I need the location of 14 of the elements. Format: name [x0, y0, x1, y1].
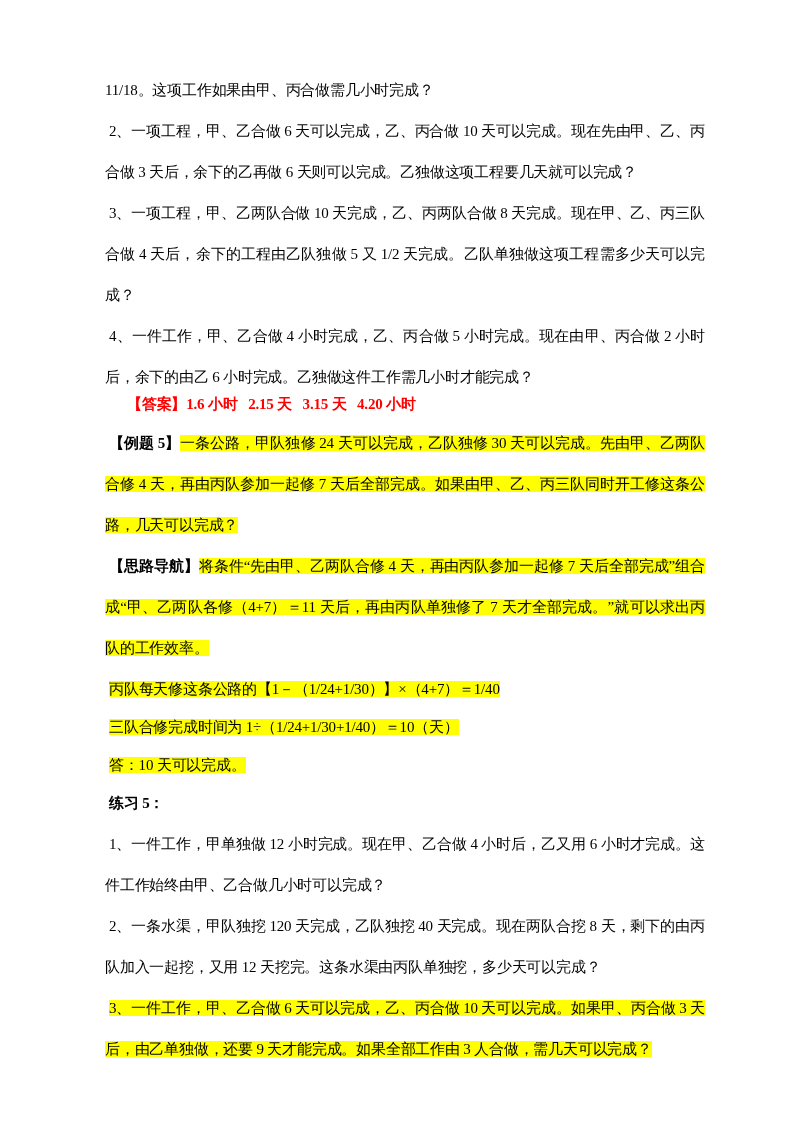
- answer-line: 【答案】1.6 小时 2.15 天 3.15 天 4.20 小时: [126, 395, 417, 414]
- highlighted-paragraph: 三队合修完成时间为 1÷（1/24+1/30+1/40）＝10（天）: [108, 718, 460, 737]
- highlighted-paragraph: 【例题 5】一条公路，甲队独修 24 天可以完成，乙队独修 30 天可以完成。先由甲、乙两队合修 4 天，再由丙队参加一起修 7 天后全部完成。如果由甲、乙、丙三队同时开工修这条公路，几天可以完成？: [105, 434, 705, 535]
- paragraph: 2、一条水渠，甲队独挖 120 天完成，乙队独挖 40 天完成。现在两队合挖 8 天，剩下的由丙队加入一起挖，又用 12 天挖完。这条水渠由丙队单独挖，多少天可以完成？: [105, 917, 705, 977]
- paragraph: 2、一项工程，甲、乙合做 6 天可以完成，乙、丙合做 10 天可以完成。现在先由甲、乙、丙合做 3 天后，余下的乙再做 6 天则可以完成。乙独做这项工程要几天就可以完成？: [105, 122, 705, 182]
- paragraph: 11/18。这项工作如果由甲、丙合做需几小时完成？: [105, 81, 435, 100]
- highlighted-paragraph: 丙队每天修这条公路的【1－（1/24+1/30）】×（4+7）＝1/40: [108, 680, 501, 699]
- highlighted-paragraph: 答：10 天可以完成。: [108, 756, 247, 775]
- paragraph: 3、一项工程，甲、乙两队合做 10 天完成，乙、丙两队合做 8 天完成。现在甲、乙、丙三队合做 4 天后，余下的工程由乙队独做 5 又 1/2 天完成。乙队单独做这项工程需多少天可以完成？: [105, 204, 705, 305]
- highlighted-paragraph: 3、一件工作，甲、乙合做 6 天可以完成，乙、丙合做 10 天可以完成。如果甲、丙合做 3 天后，由乙单独做，还要 9 天才能完成。如果全部工作由 3 人合做，需几天可以完成？: [105, 999, 705, 1059]
- section-heading: 练习 5：: [108, 794, 166, 813]
- highlighted-paragraph: 【思路导航】将条件“先由甲、乙两队合修 4 天，再由丙队参加一起修 7 天后全部完成”组合成“甲、乙两队各修（4+7）＝11 天后，再由丙队单独修了 7 天才全部完成。”就可以求出丙队的工作效率。: [105, 557, 705, 658]
- paragraph: 1、一件工作，甲单独做 12 小时完成。现在甲、乙合做 4 小时后，乙又用 6 小时才完成。这件工作始终由甲、乙合做几小时可以完成？: [105, 835, 705, 895]
- paragraph: 4、一件工作，甲、乙合做 4 小时完成，乙、丙合做 5 小时完成。现在由甲、丙合做 2 小时后，余下的由乙 6 小时完成。乙独做这件工作需几小时才能完成？: [105, 327, 705, 387]
